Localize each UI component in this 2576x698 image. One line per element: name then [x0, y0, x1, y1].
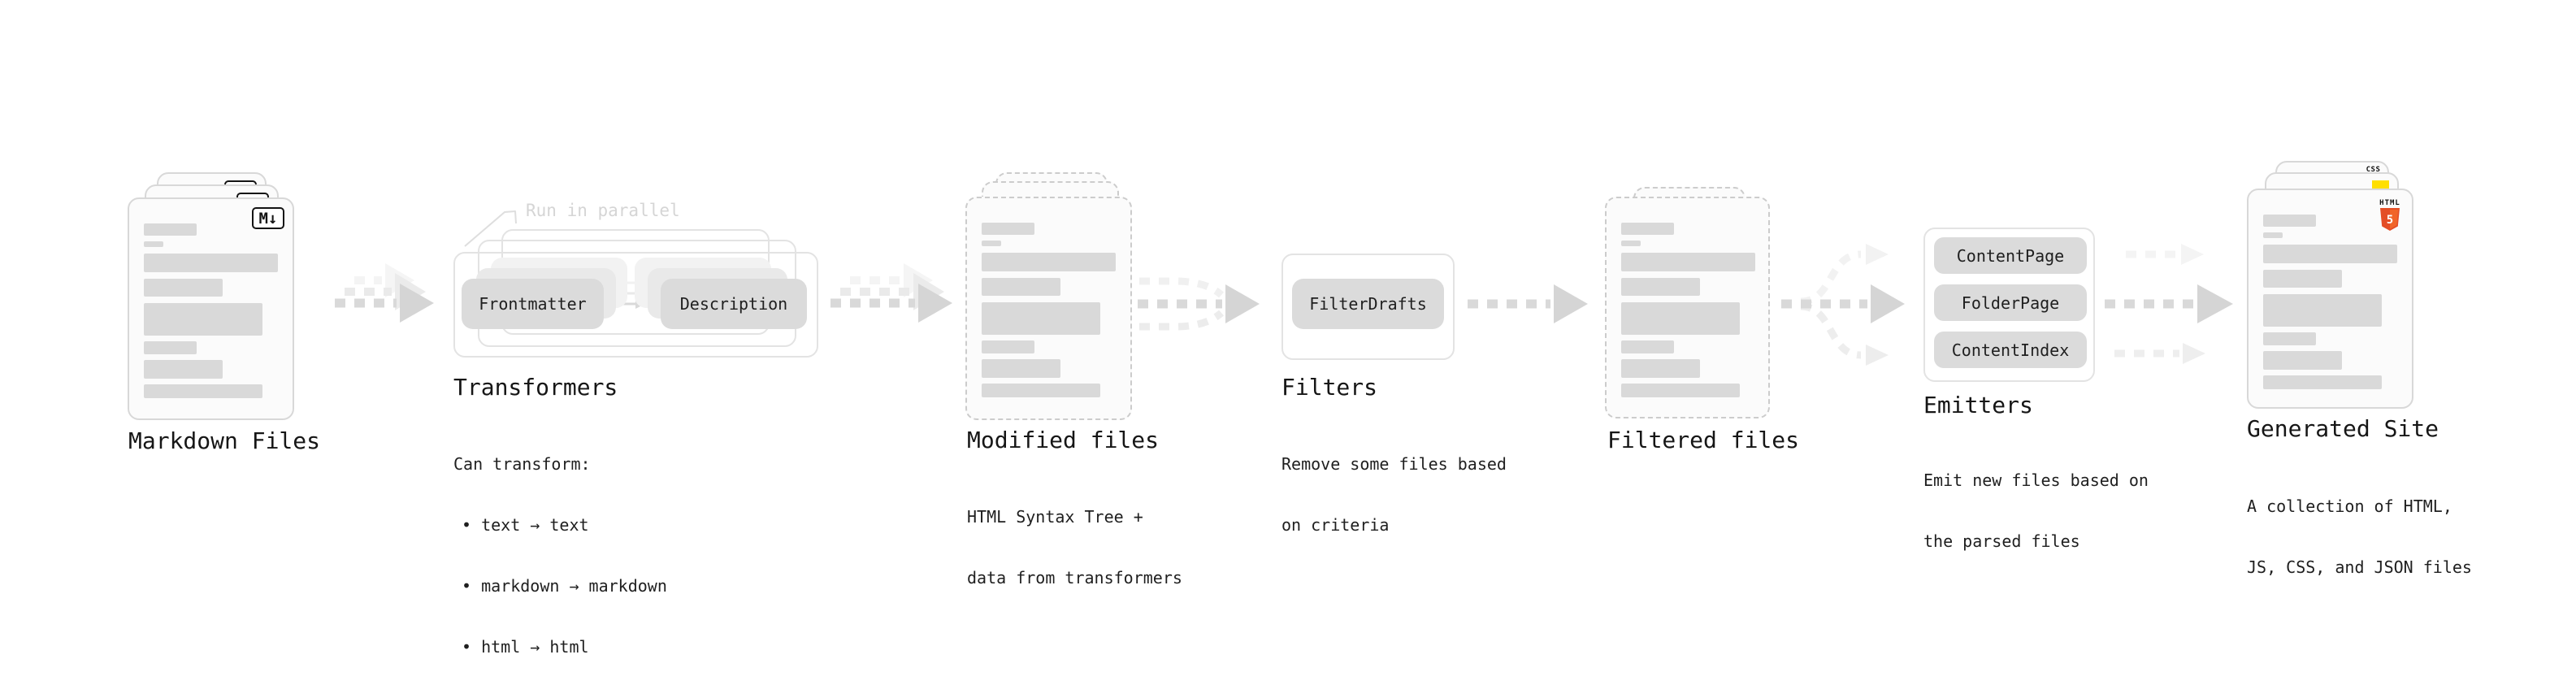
- placeholder-bar: [144, 384, 262, 398]
- placeholder-bar: [982, 359, 1060, 378]
- placeholder-bar: [2263, 215, 2316, 227]
- js-icon: [2372, 180, 2389, 190]
- note-line: Remove some files based: [1281, 454, 1507, 474]
- pipeline-diagram: M↓ M↓ M↓ Markdown Files Run in parallel …: [128, 161, 2472, 657]
- html5-icon: HTML 5: [2379, 193, 2401, 234]
- filtered-file-card: [1605, 197, 1770, 418]
- arrow-modified-to-filters-converge: [1138, 277, 1260, 331]
- document-content-placeholder: [982, 223, 1116, 412]
- placeholder-bar: [144, 360, 223, 379]
- placeholder-bar: [144, 241, 163, 247]
- placeholder-bar: [1621, 302, 1740, 335]
- placeholder-bar: [2263, 232, 2283, 238]
- note-line: data from transformers: [967, 568, 1182, 587]
- document-content-placeholder: [144, 223, 278, 412]
- emitters-box: [1923, 228, 2095, 382]
- emitters-heading: Emitters: [1923, 392, 2033, 418]
- arrow-emitters-to-site: [2105, 244, 2233, 364]
- placeholder-bar: [2263, 294, 2382, 327]
- css-icon-label: CSS: [2366, 166, 2381, 174]
- filters-box: [1281, 254, 1455, 360]
- markdown-icon: M↓: [252, 207, 284, 229]
- placeholder-bar: [1621, 278, 1700, 296]
- placeholder-bar: [144, 303, 262, 336]
- generated-site-label: Generated Site: [2247, 415, 2439, 442]
- filter-drafts-pill: FilterDrafts: [1292, 279, 1444, 329]
- placeholder-bar: [982, 241, 1001, 246]
- placeholder-bar: [982, 278, 1060, 296]
- note-line: • html → html: [462, 637, 589, 657]
- note-line: Emit new files based on: [1923, 470, 2149, 490]
- placeholder-bar: [2263, 375, 2382, 389]
- placeholder-bar: [2263, 351, 2342, 370]
- markdown-files-label: Markdown Files: [128, 427, 321, 454]
- placeholder-bar: [982, 340, 1034, 353]
- site-file-card-html: HTML 5: [2247, 189, 2413, 409]
- placeholder-bar: [2263, 245, 2397, 263]
- placeholder-bar: [2263, 270, 2342, 288]
- note-line: A collection of HTML,: [2247, 496, 2452, 516]
- transformers-notes: Can transform: • text → text • markdown …: [453, 414, 667, 698]
- note-line: • markdown → markdown: [462, 576, 667, 596]
- note-line: Can transform:: [453, 454, 591, 474]
- folder-page-pill: FolderPage: [1934, 284, 2087, 321]
- placeholder-bar: [1621, 340, 1674, 353]
- html5-icon-label: HTML: [2379, 199, 2400, 207]
- placeholder-bar: [982, 253, 1116, 271]
- emitters-notes: Emit new files based on the parsed files: [1923, 430, 2149, 592]
- arrow-filters-to-filtered: [1468, 284, 1588, 323]
- description-pill: Description: [661, 279, 807, 329]
- generated-site-notes: A collection of HTML, JS, CSS, and JSON …: [2247, 456, 2472, 618]
- arrow-transformers-to-modified: [830, 263, 952, 323]
- placeholder-bar: [982, 302, 1100, 335]
- placeholder-bar: [2263, 332, 2316, 345]
- modified-files-notes: HTML Syntax Tree + data from transformer…: [967, 466, 1182, 629]
- placeholder-bar: [144, 254, 278, 272]
- document-content-placeholder: [1621, 223, 1755, 410]
- document-content-placeholder: [2263, 215, 2397, 401]
- svg-text:5: 5: [2387, 214, 2393, 227]
- run-in-parallel-label: Run in parallel: [526, 201, 680, 220]
- note-line: on criteria: [1281, 515, 1390, 535]
- run-in-parallel-callout-line: [464, 210, 517, 247]
- placeholder-bar: [1621, 253, 1755, 271]
- modified-file-card: [965, 197, 1132, 420]
- transformers-heading: Transformers: [453, 374, 618, 401]
- placeholder-bar: [982, 223, 1034, 235]
- arrow-filtered-to-emitters-diverge: [1781, 244, 1905, 366]
- content-index-pill: ContentIndex: [1934, 332, 2087, 368]
- filters-heading: Filters: [1281, 374, 1378, 401]
- arrow-markdown-to-transformers: [335, 263, 434, 323]
- note-line: HTML Syntax Tree +: [967, 507, 1143, 527]
- markdown-file-card: M↓: [128, 197, 294, 420]
- placeholder-bar: [144, 341, 197, 354]
- note-line: the parsed files: [1923, 531, 2080, 551]
- placeholder-bar: [144, 223, 197, 236]
- filtered-files-label: Filtered files: [1607, 427, 1800, 453]
- note-line: JS, CSS, and JSON files: [2247, 557, 2472, 577]
- frontmatter-pill: Frontmatter: [462, 279, 604, 329]
- html5-shield: 5: [2380, 208, 2400, 231]
- placeholder-bar: [144, 279, 223, 297]
- placeholder-bar: [1621, 384, 1740, 397]
- content-page-pill: ContentPage: [1934, 237, 2087, 274]
- modified-files-label: Modified files: [967, 427, 1160, 453]
- placeholder-bar: [1621, 223, 1674, 235]
- note-line: • text → text: [462, 515, 589, 535]
- placeholder-bar: [1621, 241, 1641, 246]
- placeholder-bar: [1621, 359, 1700, 378]
- flow-arrows: [335, 210, 2233, 366]
- filters-notes: Remove some files based on criteria: [1281, 414, 1507, 576]
- placeholder-bar: [982, 384, 1100, 397]
- transformer-box: [453, 252, 818, 358]
